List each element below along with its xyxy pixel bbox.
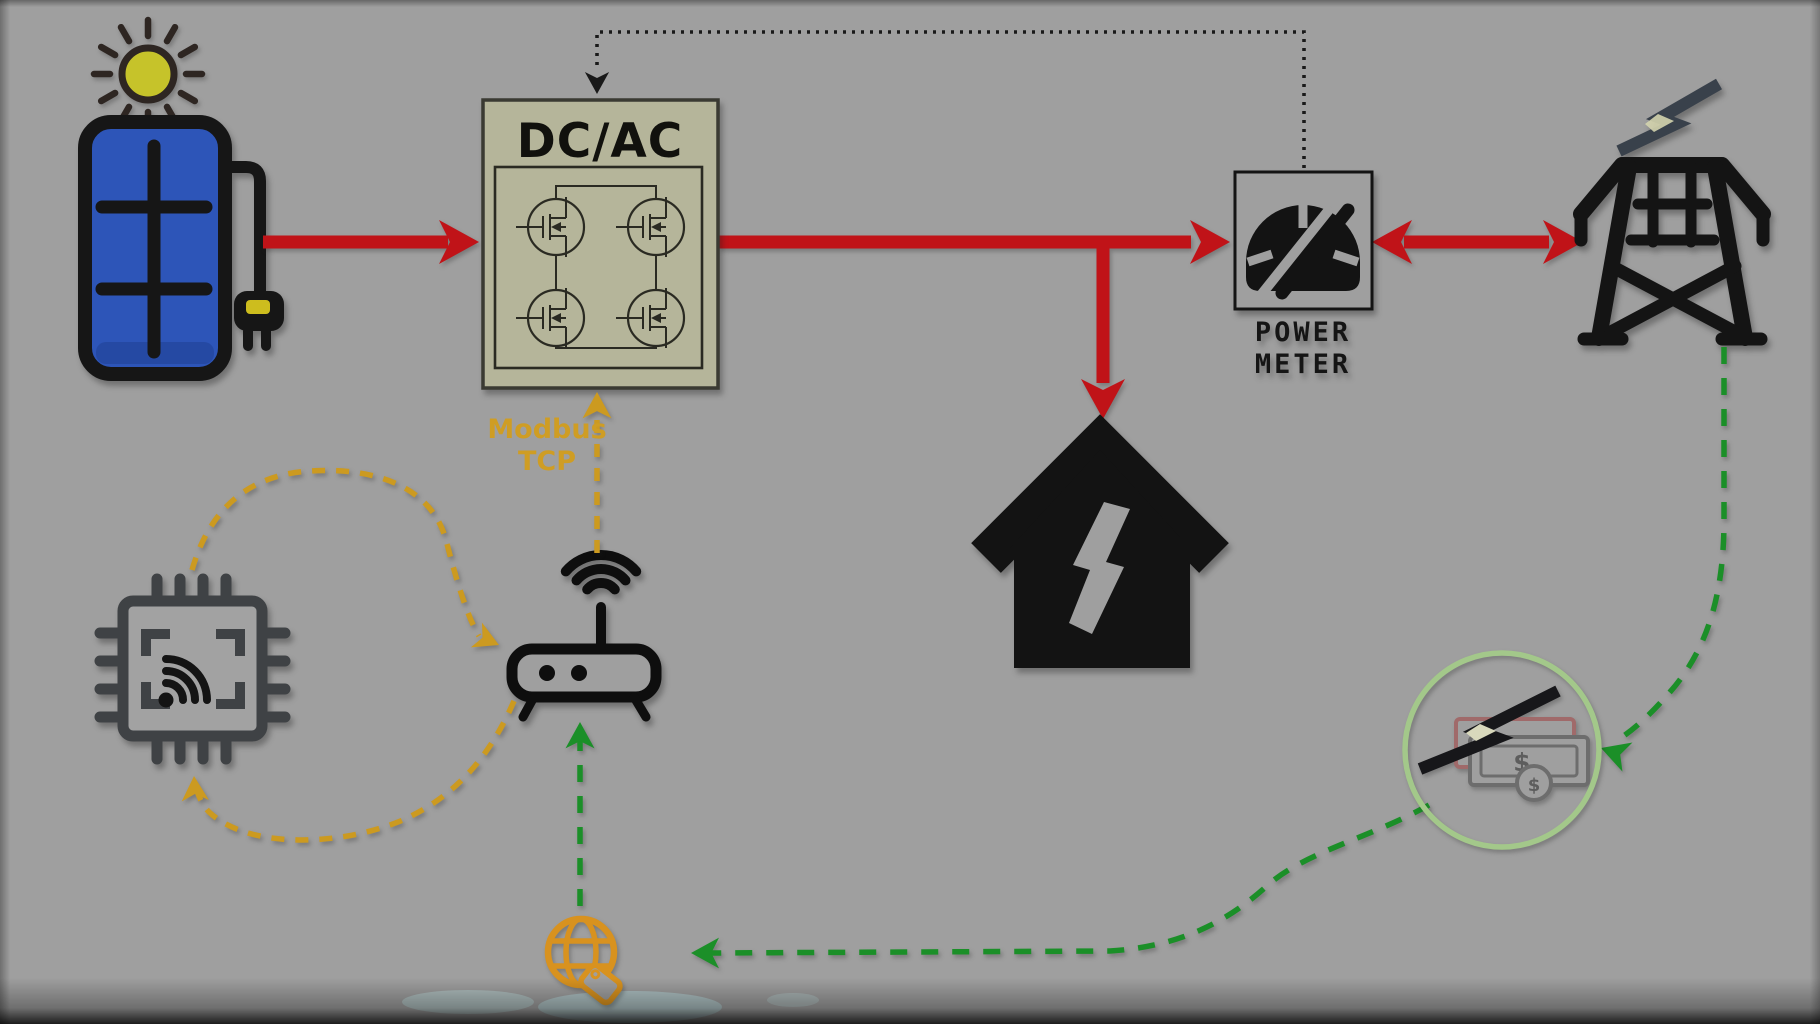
- globe-shadow: [767, 993, 819, 1007]
- modbus-label-line2: TCP: [518, 446, 576, 477]
- power-meter-label-line1: POWER: [1255, 317, 1351, 348]
- power-flow-arrows: [263, 220, 1583, 419]
- energy-price-node: $ $: [1402, 650, 1602, 850]
- power-meter-label-line2: METER: [1255, 349, 1351, 380]
- solar-panel-icon: [78, 115, 284, 381]
- grid-to-price-link: [1614, 347, 1727, 744]
- router-icon: [506, 550, 662, 722]
- globe-icon: [544, 915, 623, 1006]
- power-meter: POWER METER: [1233, 170, 1374, 380]
- grid-pylon-icon: [1573, 78, 1771, 346]
- sun-icon: [90, 16, 206, 132]
- price-to-globe-link: [708, 802, 1431, 956]
- inverter-box: DC/AC: [481, 98, 720, 390]
- grid-lightning-icon: [1616, 78, 1722, 157]
- coin-icon: $: [1515, 764, 1553, 802]
- chip-icon: [94, 573, 291, 765]
- globe-node: [402, 915, 819, 1023]
- modbus-label-line1: Modbus: [487, 414, 606, 445]
- coin-dollar-sign: $: [1528, 775, 1541, 796]
- house-icon: [971, 414, 1229, 668]
- globe-shadow: [402, 990, 534, 1014]
- inverter-title: DC/AC: [517, 114, 684, 169]
- globe-shadow: [538, 991, 722, 1023]
- wifi-icon: [560, 550, 642, 595]
